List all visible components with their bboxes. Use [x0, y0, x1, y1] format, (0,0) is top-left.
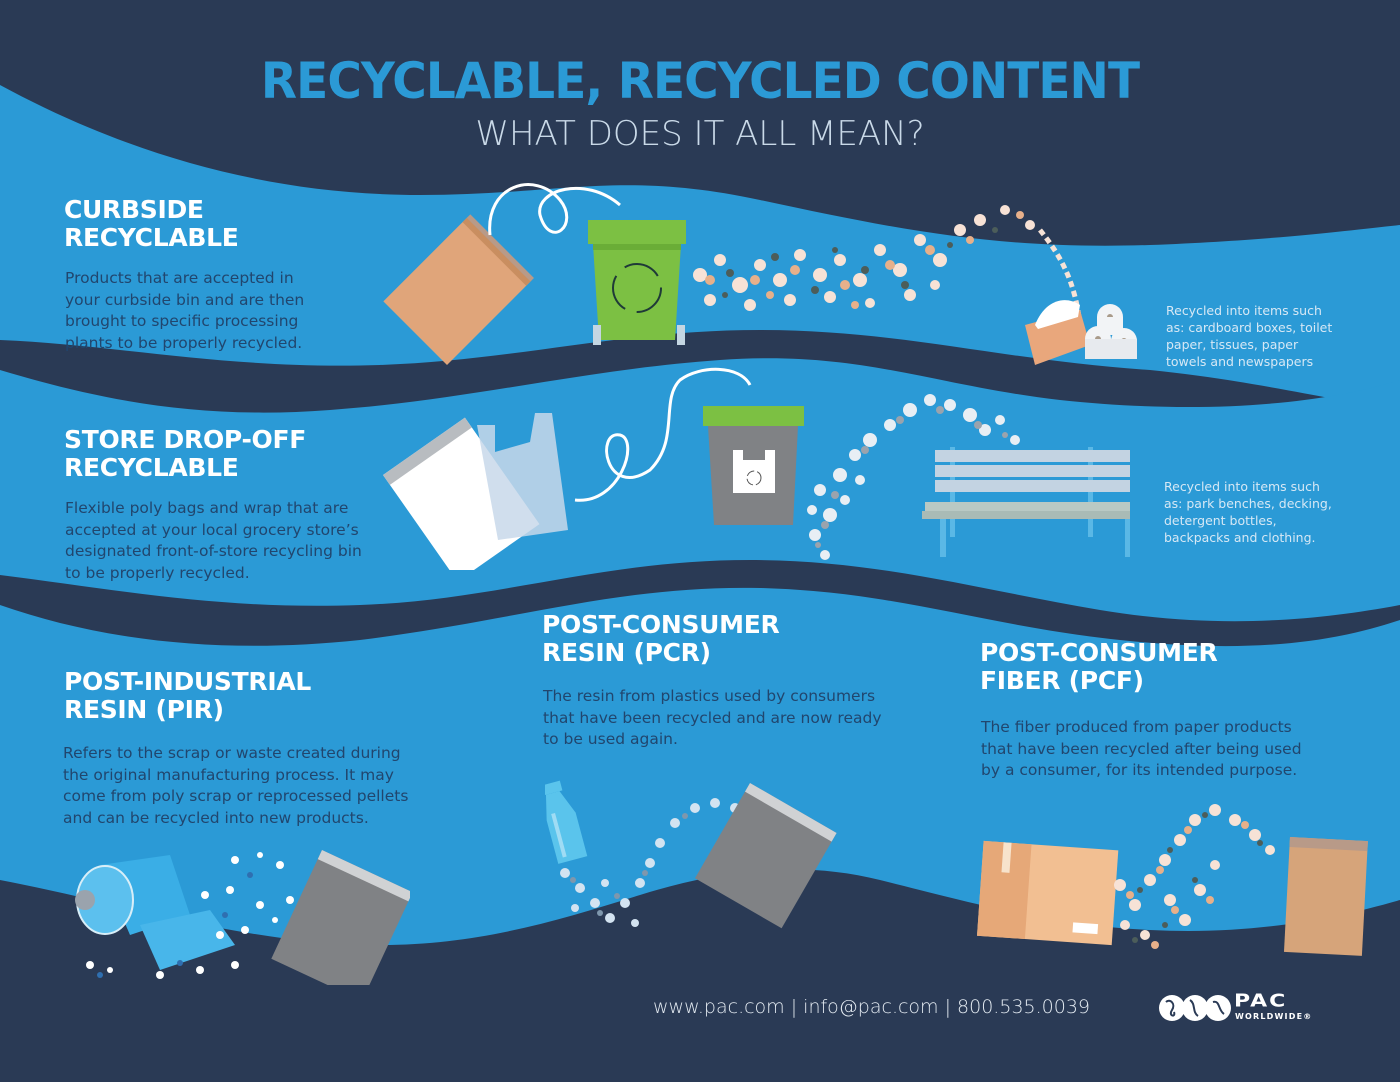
text-line: accepted at your local grocery store’s: [65, 520, 359, 539]
pir-heading-line2: RESIN (PIR): [64, 695, 224, 724]
curbside-illustration: [383, 183, 686, 365]
text-line: The fiber produced from paper products: [981, 718, 1292, 736]
text-line: towels and newspapers: [1166, 354, 1314, 369]
store-dropoff-heading: STORE DROP-OFF RECYCLABLE: [64, 426, 306, 482]
resin-pellets-stream: [86, 852, 324, 979]
text-line: the original manufacturing process. It m…: [63, 765, 394, 784]
pcf-description: The fiber produced from paper products t…: [981, 717, 1333, 782]
text-line: by a consumer, for its intended purpose.: [981, 761, 1298, 779]
text-line: detergent bottles,: [1164, 513, 1277, 528]
green-recycling-bin-icon: [588, 220, 686, 345]
pcr-description: The resin from plastics used by consumer…: [543, 686, 903, 751]
gray-bag-recycling-bin-icon: [703, 406, 804, 525]
text-line: Recycled into items such: [1166, 303, 1322, 318]
globe-icon: [1159, 995, 1231, 1021]
store-dropoff-note: Recycled into items such as: park benche…: [1164, 478, 1354, 546]
text-line: as: cardboard boxes, toilet: [1166, 320, 1333, 335]
plastic-bag-icon: [477, 413, 568, 540]
text-line: your curbside bin and are then: [65, 290, 305, 309]
store-dropoff-description: Flexible poly bags and wrap that are acc…: [65, 498, 385, 584]
logo-text: PAC: [1234, 991, 1288, 1012]
pir-heading-line1: POST-INDUSTRIAL: [64, 667, 312, 696]
pir-illustration: [75, 850, 410, 985]
text-line: brought to specific processing: [65, 312, 299, 330]
page-subtitle: WHAT DOES IT ALL MEAN?: [475, 114, 925, 154]
pcr-heading-line1: POST-CONSUMER: [542, 610, 780, 639]
text-line: designated front-of-store recycling bin: [65, 542, 362, 560]
store-dropoff-heading-line2: RECYCLABLE: [64, 453, 239, 482]
film-roll-icon: [75, 855, 235, 970]
text-line: to be properly recycled.: [65, 563, 250, 582]
text-line: Recycled into items such: [1164, 479, 1320, 494]
curbside-heading: CURBSIDE RECYCLABLE: [64, 196, 239, 252]
text-line: as: park benches, decking,: [1164, 496, 1332, 511]
text-line: paper, tissues, paper: [1166, 337, 1299, 352]
logo-subtext: WORLDWIDE®: [1235, 1012, 1313, 1021]
curbside-heading-line1: CURBSIDE: [64, 195, 204, 224]
plastic-bottle-icon: [545, 780, 588, 864]
text-line: plants to be properly recycled.: [65, 333, 303, 352]
poly-mailer-icon: [383, 417, 540, 570]
text-line: and can be recycled into new products.: [63, 808, 369, 827]
store-dropoff-heading-line1: STORE DROP-OFF: [64, 425, 307, 454]
pcf-illustration: [977, 804, 1368, 956]
pcr-illustration: [545, 780, 837, 929]
pcf-heading: POST-CONSUMER FIBER (PCF): [980, 638, 1218, 695]
curbside-note: Recycled into items such as: cardboard b…: [1166, 302, 1356, 370]
paper-mailer-icon: [383, 214, 534, 365]
curbside-heading-line2: RECYCLABLE: [64, 223, 239, 252]
page-title: RECYCLABLE, RECYCLED CONTENT: [260, 52, 1140, 110]
paper-fiber-stream: [1114, 804, 1275, 949]
pcf-heading-line1: POST-CONSUMER: [980, 638, 1218, 667]
text-line: Products that are accepted in: [65, 269, 294, 287]
kraft-mailer-icon: [1283, 837, 1368, 956]
text-line: Refers to the scrap or waste created dur…: [63, 744, 401, 762]
cardboard-box-icon: [977, 840, 1119, 946]
resin-flakes-stream: [560, 798, 784, 927]
tissue-box-icon: [1025, 300, 1090, 365]
tissue-and-toilet-paper-icon: [1025, 300, 1137, 365]
pcf-heading-line2: FIBER (PCF): [980, 666, 1144, 695]
toilet-paper-rolls-icon: [1085, 304, 1137, 359]
text-line: Flexible poly bags and wrap that are: [65, 499, 349, 517]
string-swirl: [574, 367, 752, 502]
park-bench-icon: [922, 447, 1130, 557]
text-line: The resin from plastics used by consumer…: [543, 687, 876, 705]
pir-heading: POST-INDUSTRIAL RESIN (PIR): [64, 668, 311, 724]
pir-description: Refers to the scrap or waste created dur…: [63, 743, 433, 829]
gray-poly-mailer-icon: [695, 783, 837, 929]
text-line: that have been recycled after being used: [981, 739, 1302, 758]
pac-worldwide-logo: PAC WORLDWIDE®: [1158, 988, 1348, 1028]
text-line: backpacks and clothing.: [1164, 530, 1316, 545]
store-dropoff-illustration: [383, 367, 804, 570]
pcr-heading-line2: RESIN (PCR): [542, 638, 711, 667]
text-line: to be used again.: [543, 730, 678, 748]
text-line: come from poly scrap or reprocessed pell…: [63, 787, 409, 805]
footer-contact: www.pac.com | info@pac.com | 800.535.003…: [653, 996, 1091, 1018]
text-line: that have been recycled and are now read…: [543, 708, 882, 727]
pcr-heading: POST-CONSUMER RESIN (PCR): [542, 610, 780, 667]
gray-poly-mailer-icon: [271, 850, 410, 985]
curbside-description: Products that are accepted in your curbs…: [65, 268, 355, 354]
plastic-flakes-stream: [807, 394, 1020, 560]
string-swirl: [488, 183, 621, 236]
